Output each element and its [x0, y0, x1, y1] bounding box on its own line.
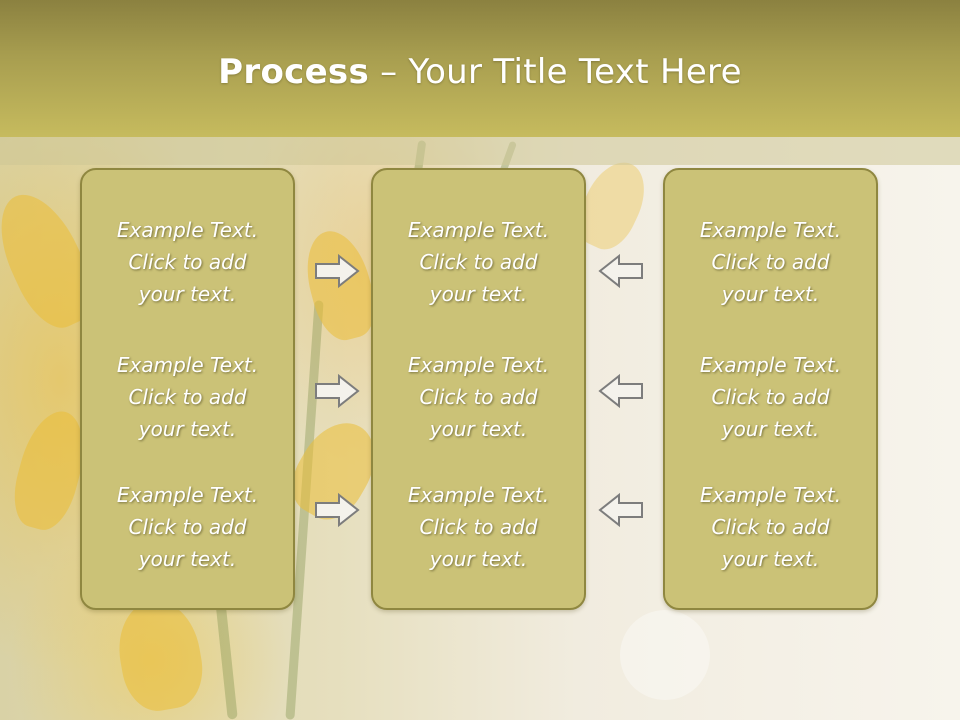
- slide-title[interactable]: Process – Your Title Text Here: [0, 52, 960, 92]
- text-line: your text.: [429, 417, 528, 441]
- text-line: Click to add: [128, 250, 247, 274]
- text-block[interactable]: Example Text. Click to add your text.: [665, 479, 876, 575]
- process-box-right[interactable]: Example Text. Click to add your text. Ex…: [663, 168, 878, 610]
- text-line: Example Text.: [699, 483, 842, 507]
- text-line: Example Text.: [116, 218, 259, 242]
- text-line: Example Text.: [407, 483, 550, 507]
- text-block[interactable]: Example Text. Click to add your text.: [373, 479, 584, 575]
- right-arrow-icon: [315, 253, 360, 289]
- text-line: Example Text.: [699, 353, 842, 377]
- text-line: your text.: [429, 282, 528, 306]
- text-line: your text.: [138, 547, 237, 571]
- text-line: Click to add: [419, 515, 538, 539]
- left-arrow-icon: [598, 253, 643, 289]
- text-line: Example Text.: [116, 483, 259, 507]
- text-line: Example Text.: [116, 353, 259, 377]
- right-arrow-icon: [315, 492, 360, 528]
- text-line: your text.: [721, 547, 820, 571]
- text-block[interactable]: Example Text. Click to add your text.: [665, 349, 876, 445]
- text-block[interactable]: Example Text. Click to add your text.: [373, 349, 584, 445]
- text-block[interactable]: Example Text. Click to add your text.: [82, 479, 293, 575]
- right-arrow-icon: [315, 373, 360, 409]
- text-block[interactable]: Example Text. Click to add your text.: [665, 214, 876, 310]
- text-line: your text.: [138, 282, 237, 306]
- text-line: Click to add: [128, 515, 247, 539]
- text-line: Example Text.: [407, 353, 550, 377]
- text-block[interactable]: Example Text. Click to add your text.: [82, 214, 293, 310]
- text-line: Example Text.: [699, 218, 842, 242]
- text-line: Click to add: [128, 385, 247, 409]
- text-line: Example Text.: [407, 218, 550, 242]
- text-block[interactable]: Example Text. Click to add your text.: [82, 349, 293, 445]
- title-bold-text: Process: [218, 52, 370, 92]
- text-line: your text.: [138, 417, 237, 441]
- text-block[interactable]: Example Text. Click to add your text.: [373, 214, 584, 310]
- text-line: Click to add: [711, 250, 830, 274]
- text-line: your text.: [721, 417, 820, 441]
- process-box-center[interactable]: Example Text. Click to add your text. Ex…: [371, 168, 586, 610]
- title-rest-text: – Your Title Text Here: [369, 52, 742, 92]
- text-line: Click to add: [419, 250, 538, 274]
- text-line: Click to add: [419, 385, 538, 409]
- title-bar: [0, 0, 960, 137]
- text-line: Click to add: [711, 515, 830, 539]
- text-line: Click to add: [711, 385, 830, 409]
- left-arrow-icon: [598, 492, 643, 528]
- header-divider-band: [0, 137, 960, 165]
- left-arrow-icon: [598, 373, 643, 409]
- text-line: your text.: [721, 282, 820, 306]
- process-box-left[interactable]: Example Text. Click to add your text. Ex…: [80, 168, 295, 610]
- text-line: your text.: [429, 547, 528, 571]
